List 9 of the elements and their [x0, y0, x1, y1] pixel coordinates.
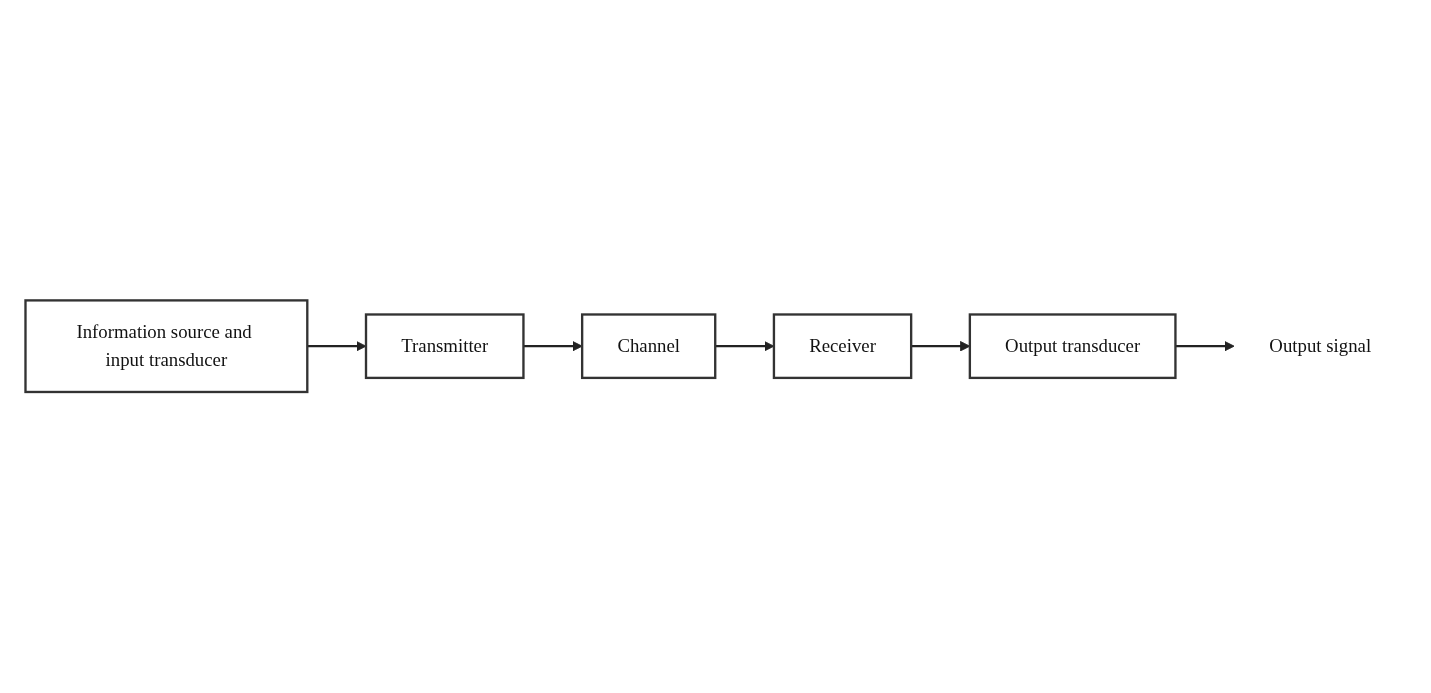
node-box: Transmitter — [364, 313, 525, 380]
arrow — [1175, 341, 1235, 352]
node-box: Receiver — [772, 313, 912, 380]
node-box: Information source and input transducer — [23, 299, 309, 394]
node-text: Output signal — [1268, 335, 1371, 356]
arrow — [910, 341, 970, 352]
node-box: Channel — [580, 313, 716, 380]
node-box: Output transducer — [968, 313, 1177, 380]
arrow — [714, 341, 774, 352]
